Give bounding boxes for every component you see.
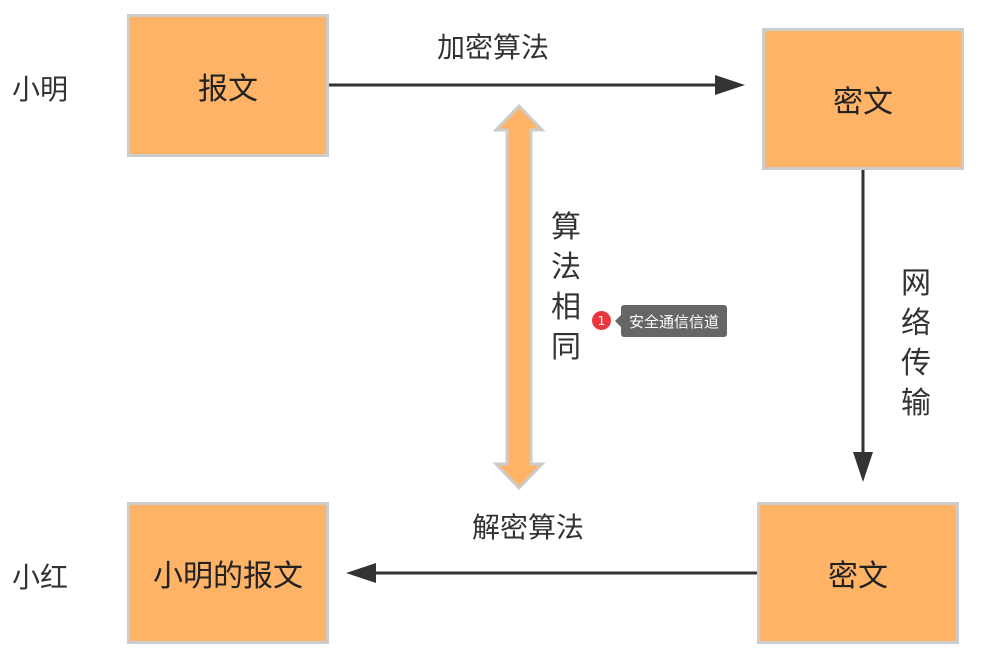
received-message-box: 小明的报文 [127, 502, 329, 644]
annotation-tooltip: 安全通信信道 [614, 305, 728, 337]
decrypt-arrowhead [346, 563, 376, 583]
network-arrowhead [853, 452, 873, 482]
sender-label: 小明 [12, 73, 69, 106]
encrypt-label: 加密算法 [437, 31, 550, 64]
receiver-label: 小红 [12, 561, 69, 594]
plaintext-box: 报文 [127, 14, 329, 157]
ciphertext-top-box: 密文 [762, 28, 964, 170]
network-label: 网络传输 [901, 266, 931, 421]
same-algorithm-double-arrow [492, 103, 546, 491]
same-algorithm-label: 算法相同 [551, 210, 581, 365]
annotation-badge[interactable]: 1 [592, 311, 611, 330]
encrypt-arrowhead [715, 75, 745, 95]
decrypt-label: 解密算法 [472, 511, 585, 544]
ciphertext-bottom-box: 密文 [757, 502, 959, 644]
